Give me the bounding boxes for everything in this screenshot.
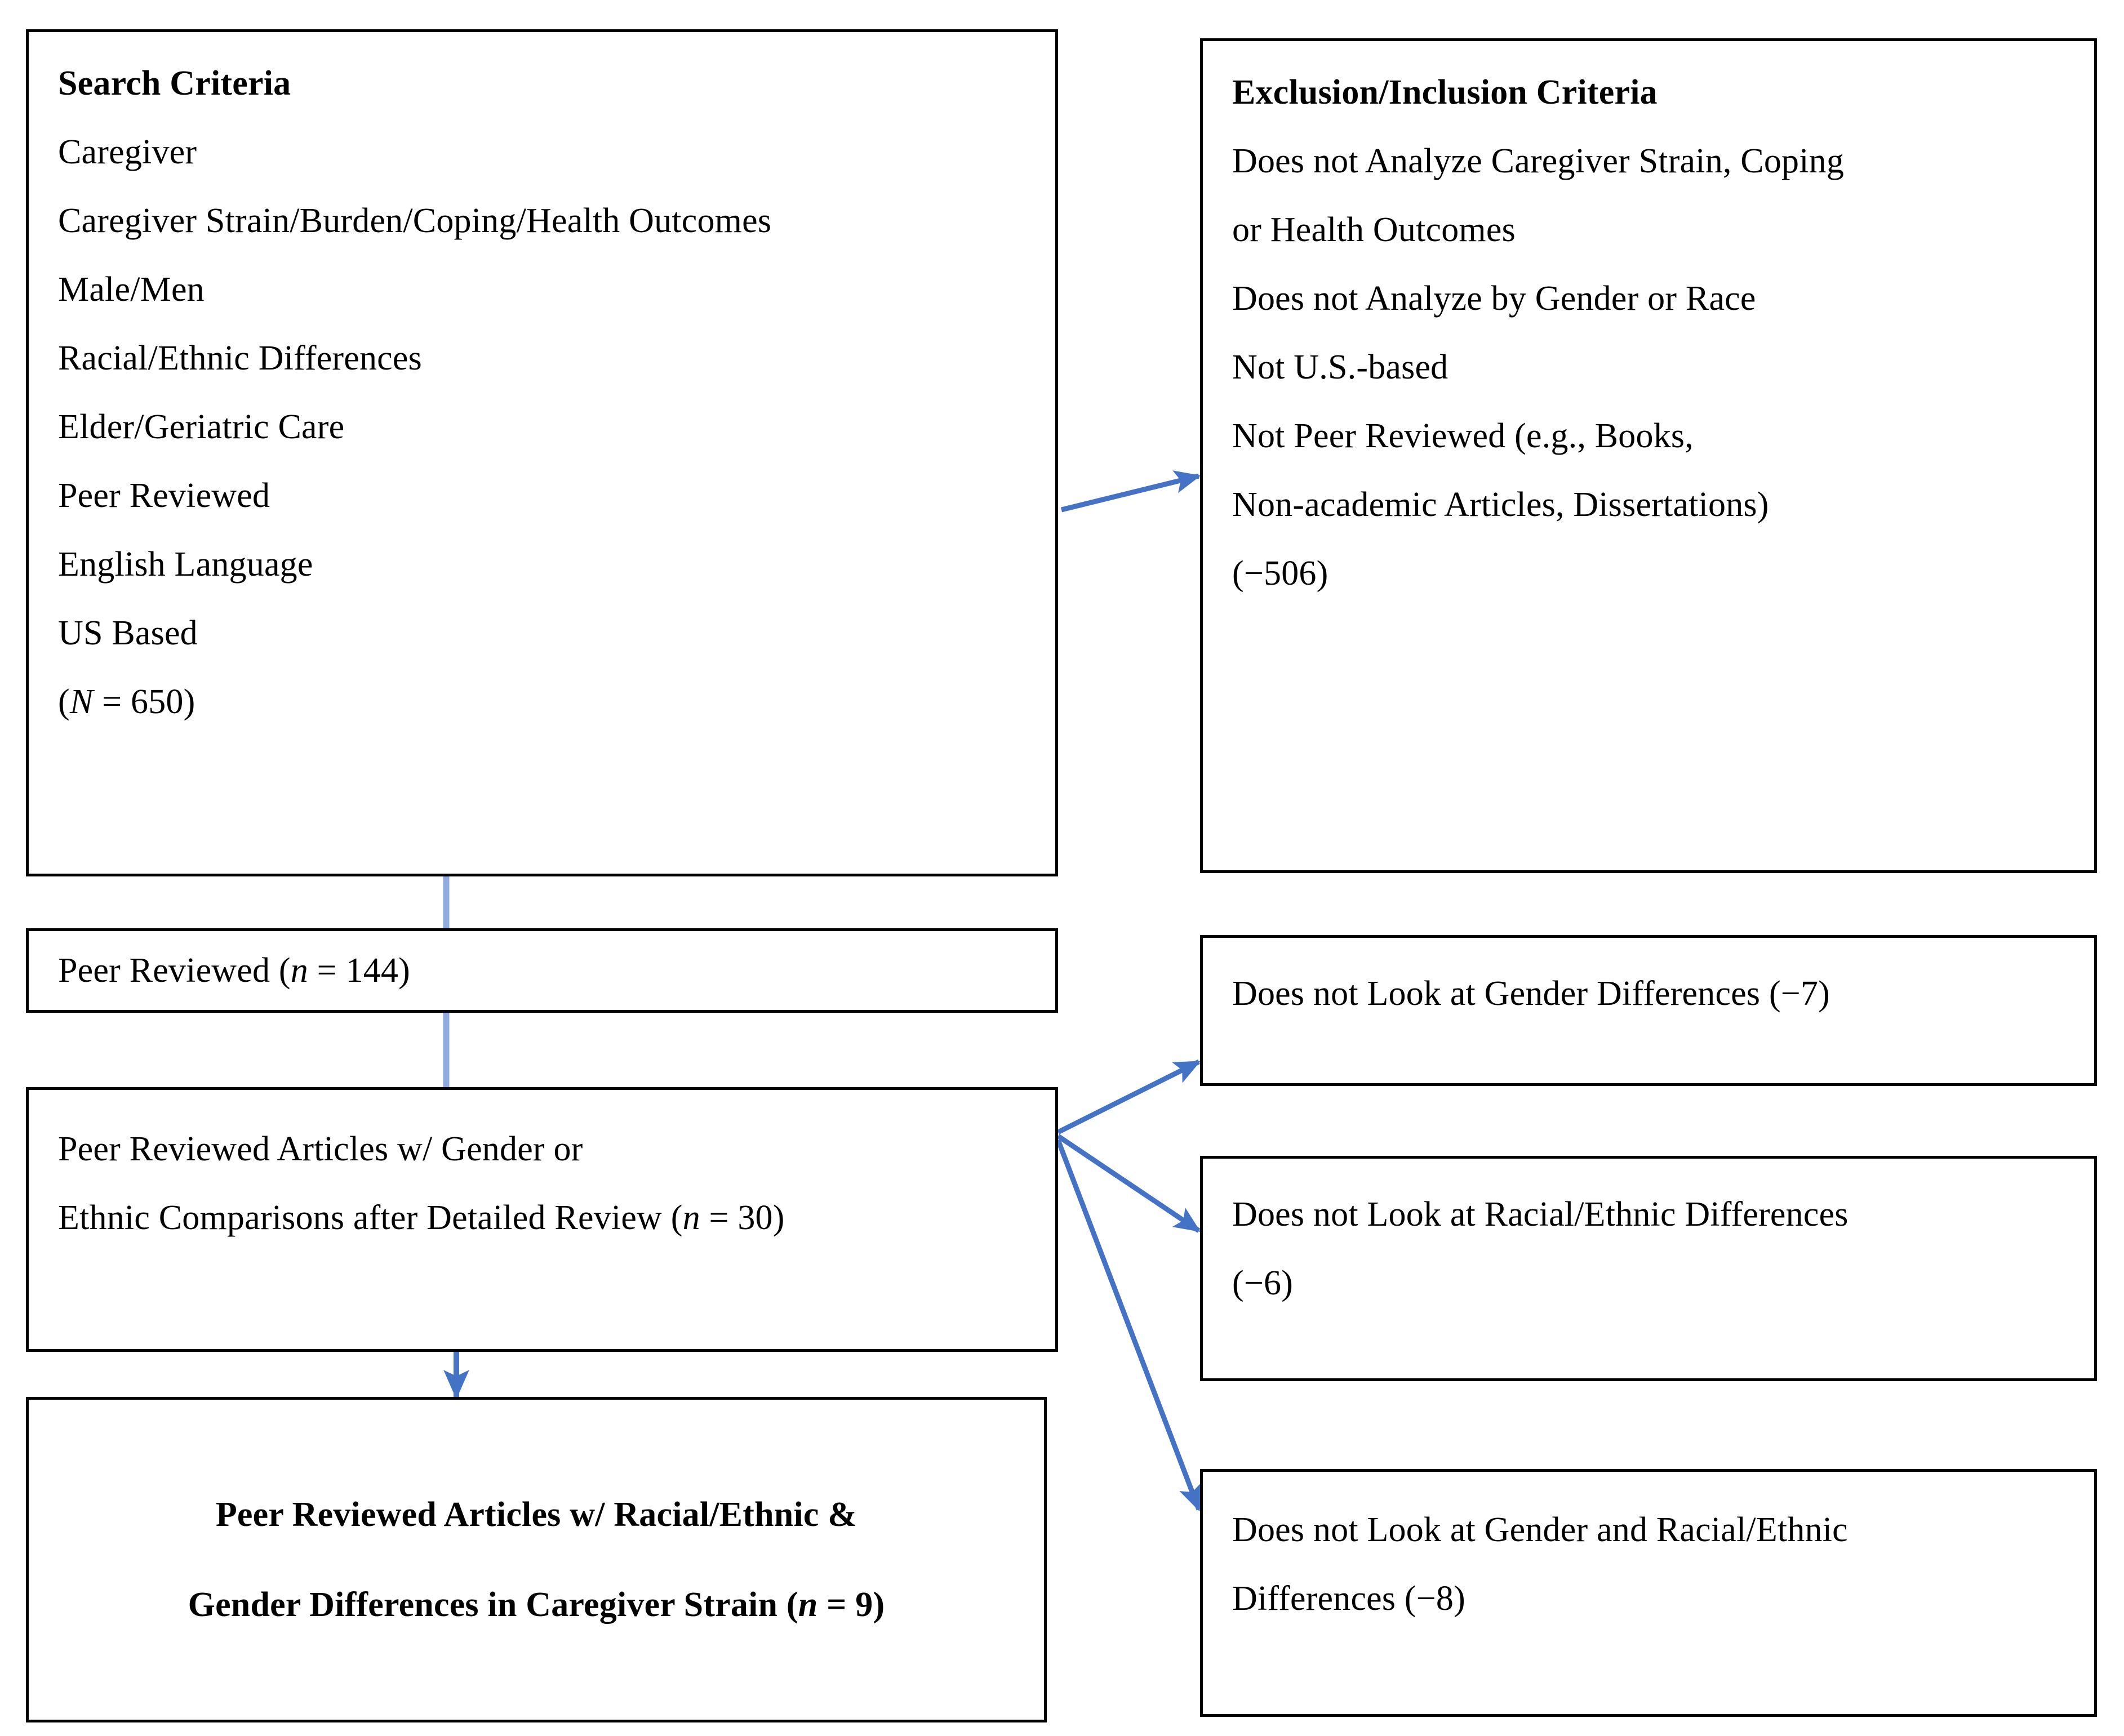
final-box-line-1: Peer Reviewed Articles w/ Racial/Ethnic … xyxy=(215,1495,857,1534)
search-criteria-heading: Search Criteria xyxy=(58,64,291,103)
peer-reviewed-text: Peer Reviewed ( xyxy=(58,951,291,990)
excluded-both-line-2: Differences (−8) xyxy=(1232,1579,1465,1618)
excluded-racial-ethnic-box: Does not Look at Racial/Ethnic Differenc… xyxy=(1200,1156,2097,1381)
final-box-value: = 9) xyxy=(817,1586,885,1624)
search-criteria-item-elder-geriatric-care: Elder/Geriatric Care xyxy=(58,408,345,446)
exclusion-item-strain-coping-2: or Health Outcomes xyxy=(1232,211,1516,249)
search-criteria-box: Search Criteria Caregiver Caregiver Stra… xyxy=(26,29,1058,876)
final-box-line-2: Gender Differences in Caregiver Strain (… xyxy=(188,1560,885,1650)
detailed-review-value: = 30) xyxy=(700,1199,785,1237)
arrow-detailed-to-excluded-racial xyxy=(1056,1134,1201,1233)
detailed-review-line-2: Ethnic Comparisons after Detailed Review… xyxy=(58,1183,1033,1252)
exclusion-item-not-peer-reviewed-2: Non-academic Articles, Dissertations) xyxy=(1232,486,1769,524)
exclusion-inclusion-criteria-box: Exclusion/Inclusion Criteria Does not An… xyxy=(1200,38,2097,873)
excluded-racial-line-2: (−6) xyxy=(1232,1264,1294,1302)
search-criteria-item-peer-reviewed: Peer Reviewed xyxy=(58,477,270,515)
detailed-review-line-1: Peer Reviewed Articles w/ Gender or xyxy=(58,1130,583,1168)
detailed-review-text: Ethnic Comparisons after Detailed Review… xyxy=(58,1199,683,1237)
search-criteria-item-strain-burden-coping: Caregiver Strain/Burden/Coping/Health Ou… xyxy=(58,202,772,240)
arrow-detailed-to-excluded-both xyxy=(1055,1139,1202,1512)
excluded-gender-differences-box: Does not Look at Gender Differences (−7) xyxy=(1200,935,2097,1086)
excluded-gender-line-1: Does not Look at Gender Differences (−7) xyxy=(1232,974,1830,1013)
peer-reviewed-value: = 144) xyxy=(308,951,410,990)
final-included-articles-box: Peer Reviewed Articles w/ Racial/Ethnic … xyxy=(26,1397,1047,1722)
peer-reviewed-label: Peer Reviewed (n = 144) xyxy=(58,936,1033,1005)
exclusion-excluded-count: (−506) xyxy=(1232,554,1328,593)
excluded-both-line-1: Does not Look at Gender and Racial/Ethni… xyxy=(1232,1511,1848,1549)
exclusion-item-strain-coping-1: Does not Analyze Caregiver Strain, Copin… xyxy=(1232,142,1845,180)
final-box-symbol-n: n xyxy=(798,1586,818,1624)
arrow-detailed-to-excluded-gender xyxy=(1056,1059,1201,1135)
count-symbol-N: N xyxy=(69,683,94,721)
peer-reviewed-symbol-n: n xyxy=(290,951,308,990)
search-criteria-item-caregiver: Caregiver xyxy=(58,133,197,171)
search-criteria-item-racial-ethnic-differences: Racial/Ethnic Differences xyxy=(58,339,422,377)
exclusion-item-not-us-based: Not U.S.-based xyxy=(1232,348,1448,386)
search-criteria-total-count: (N = 650) xyxy=(58,667,1033,736)
count-value: = 650) xyxy=(93,683,195,721)
peer-reviewed-box: Peer Reviewed (n = 144) xyxy=(26,928,1058,1013)
final-box-text: Gender Differences in Caregiver Strain ( xyxy=(188,1586,798,1624)
search-criteria-item-male-men: Male/Men xyxy=(58,270,205,309)
excluded-racial-line-1: Does not Look at Racial/Ethnic Differenc… xyxy=(1232,1195,1848,1234)
arrow-search-to-exclusion xyxy=(1060,470,1201,513)
detailed-review-box: Peer Reviewed Articles w/ Gender or Ethn… xyxy=(26,1087,1058,1352)
detailed-review-symbol-n: n xyxy=(682,1199,700,1237)
search-criteria-item-us-based: US Based xyxy=(58,614,198,652)
exclusion-criteria-heading: Exclusion/Inclusion Criteria xyxy=(1232,73,1658,112)
count-open-paren: ( xyxy=(58,683,70,721)
exclusion-item-gender-race: Does not Analyze by Gender or Race xyxy=(1232,279,1756,318)
search-criteria-item-english-language: English Language xyxy=(58,545,313,584)
excluded-gender-and-racial-box: Does not Look at Gender and Racial/Ethni… xyxy=(1200,1469,2097,1717)
exclusion-item-not-peer-reviewed-1: Not Peer Reviewed (e.g., Books, xyxy=(1232,417,1694,455)
